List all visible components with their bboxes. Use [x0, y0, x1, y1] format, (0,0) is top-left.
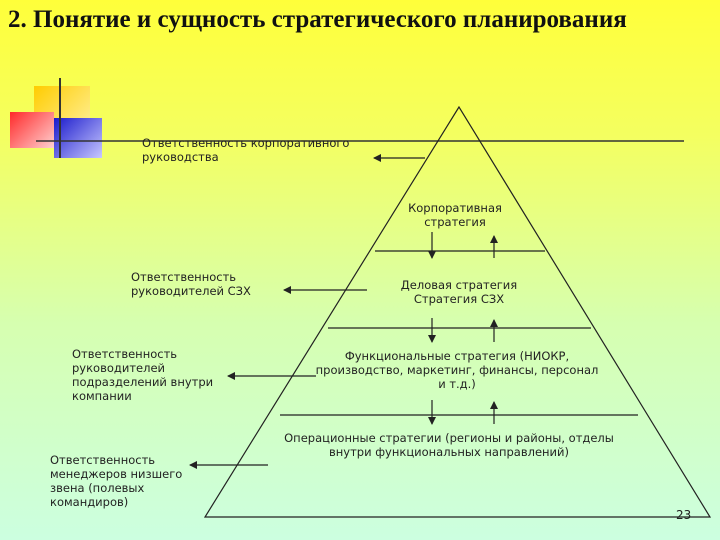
slide-title: 2. Понятие и сущность стратегического пл… — [8, 6, 627, 33]
responsibility-sbu: Ответственность руководителей СЗХ — [131, 270, 251, 298]
deco-red-square — [10, 112, 54, 148]
pyramid-level-corporate: Корпоративная стратегия — [408, 201, 502, 229]
pyramid-outline — [203, 105, 712, 518]
responsibility-divisions: Ответственность руководителей подразделе… — [72, 347, 214, 403]
pyramid-level-functional: Функциональные стратегия (НИОКР, произво… — [315, 349, 599, 391]
deco-blue-square — [54, 118, 102, 158]
pyramid-level-business: Деловая стратегия Стратегия СЗХ — [400, 278, 518, 306]
deco-vertical-line — [59, 78, 61, 158]
pyramid-level-operational: Операционные стратегии (регионы и районы… — [284, 431, 614, 459]
responsibility-corporate: Ответственность корпоративного руководст… — [142, 136, 350, 164]
responsibility-line-managers: Ответственность менеджеров низшего звена… — [50, 453, 183, 509]
page-number: 23 — [676, 508, 692, 522]
